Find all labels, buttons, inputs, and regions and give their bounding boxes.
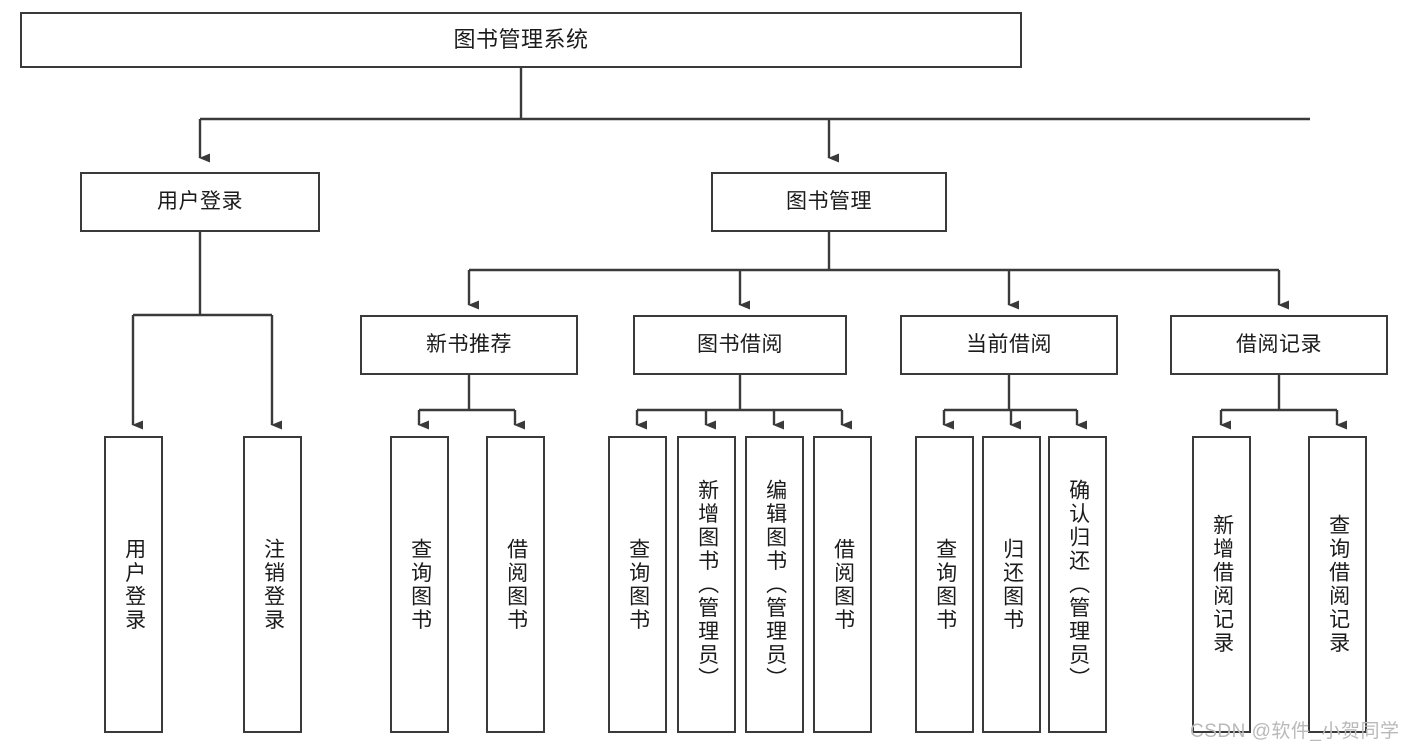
node-label: 查询图书	[933, 537, 957, 632]
leaf-user-login-logout[interactable]: 注销登录	[243, 436, 302, 733]
node-root-system[interactable]: 图书管理系统	[20, 12, 1022, 68]
node-book-borrow[interactable]: 图书借阅	[633, 315, 847, 375]
leaf-current-return-book[interactable]: 归还图书	[982, 436, 1041, 733]
node-label: 确认归还（管理员）	[1066, 478, 1090, 691]
node-label: 编辑图书（管理员）	[763, 478, 787, 691]
node-label: 借阅图书	[504, 537, 528, 632]
node-label: 查询借阅记录	[1326, 514, 1350, 655]
node-label: 新书推荐	[426, 332, 512, 356]
node-new-book-recommend[interactable]: 新书推荐	[360, 315, 578, 375]
node-label: 用户登录	[122, 537, 146, 632]
node-label: 借阅图书	[831, 537, 855, 632]
leaf-borrow-query-book[interactable]: 查询图书	[608, 436, 667, 733]
node-label: 查询图书	[626, 537, 650, 632]
node-label: 新增图书（管理员）	[695, 478, 719, 691]
leaf-borrow-edit-book[interactable]: 编辑图书（管理员）	[745, 436, 804, 733]
leaf-current-query-book[interactable]: 查询图书	[915, 436, 974, 733]
leaf-recommend-query-book[interactable]: 查询图书	[390, 436, 449, 733]
watermark-csdn: CSDN @软件_小贺同学	[1190, 721, 1400, 742]
node-label: 用户登录	[157, 189, 243, 213]
node-label: 图书管理	[786, 189, 872, 213]
node-borrow-record[interactable]: 借阅记录	[1170, 315, 1388, 375]
leaf-record-query-record[interactable]: 查询借阅记录	[1308, 436, 1367, 733]
leaf-borrow-add-book[interactable]: 新增图书（管理员）	[677, 436, 736, 733]
node-label: 图书借阅	[697, 332, 783, 356]
node-label: 新增借阅记录	[1210, 514, 1234, 655]
node-current-borrow[interactable]: 当前借阅	[900, 315, 1118, 375]
node-label: 借阅记录	[1236, 332, 1322, 356]
node-label: 注销登录	[261, 537, 285, 632]
node-book-management[interactable]: 图书管理	[711, 172, 947, 232]
leaf-recommend-borrow-book[interactable]: 借阅图书	[486, 436, 545, 733]
node-label: 图书管理系统	[453, 27, 589, 53]
leaf-current-confirm-return[interactable]: 确认归还（管理员）	[1048, 436, 1107, 733]
node-label: 当前借阅	[966, 332, 1052, 356]
leaf-record-add-record[interactable]: 新增借阅记录	[1192, 436, 1251, 733]
leaf-user-login-login[interactable]: 用户登录	[104, 436, 163, 733]
node-user-login[interactable]: 用户登录	[80, 172, 320, 232]
node-label: 查询图书	[408, 537, 432, 632]
node-label: 归还图书	[1000, 537, 1024, 632]
leaf-borrow-borrow-book[interactable]: 借阅图书	[813, 436, 872, 733]
